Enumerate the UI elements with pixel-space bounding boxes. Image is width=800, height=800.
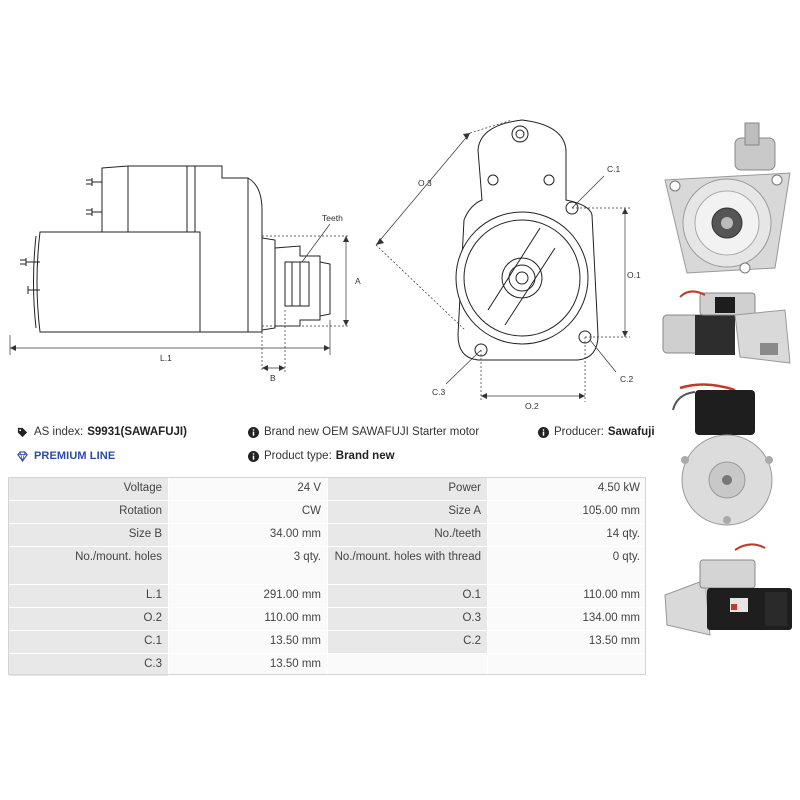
spec-label: C.1 [8, 630, 169, 654]
spec-value: 3 qty. [168, 546, 328, 585]
product-photo-side-2 [655, 540, 800, 650]
spec-label: O.3 [327, 607, 488, 631]
label-o2: O.2 [525, 401, 539, 410]
spec-table: Voltage 24 V Power 4.50 kW Rotation CW S… [8, 477, 647, 677]
label-b: B [270, 373, 276, 383]
spec-value: 13.50 mm [168, 630, 328, 654]
label-o1: O.1 [627, 270, 641, 280]
product-photo-front [655, 118, 800, 282]
spec-label: L.1 [8, 584, 169, 608]
table-row: L.1 291.00 mm O.1 110.00 mm [8, 584, 647, 608]
spec-label: No./mount. holes with thread [327, 546, 488, 585]
spec-label: Size A [327, 500, 488, 524]
spec-label: Rotation [8, 500, 169, 524]
product-photo-side-1 [655, 285, 800, 373]
table-row: C.3 13.50 mm [8, 653, 647, 677]
producer-label: Producer: [554, 426, 604, 438]
spec-label: Power [327, 477, 488, 501]
producer-value: Sawafuji [607, 426, 655, 438]
info-circle-icon [248, 450, 259, 462]
as-index-label: AS index: [34, 426, 84, 438]
spec-value: 14 qty. [487, 523, 647, 547]
table-row: No./mount. holes 3 qty. No./mount. holes… [8, 546, 647, 585]
spec-label: No./mount. holes [8, 546, 169, 585]
premium-line-text: PREMIUM LINE [34, 450, 116, 462]
spec-label: Voltage [8, 477, 169, 501]
spec-value: 4.50 kW [487, 477, 647, 501]
spec-value: 134.00 mm [487, 607, 647, 631]
description-text: Brand new OEM SAWAFUJI Starter motor [264, 426, 480, 438]
technical-drawing: Teeth A L.1 B [0, 110, 660, 410]
diamond-icon [17, 450, 28, 462]
spec-value: 24 V [168, 477, 328, 501]
table-row: Voltage 24 V Power 4.50 kW [8, 477, 647, 501]
info-circle-icon [248, 426, 259, 438]
spec-label: O.1 [327, 584, 488, 608]
spec-value: 110.00 mm [487, 584, 647, 608]
spec-value: 291.00 mm [168, 584, 328, 608]
table-row: Size B 34.00 mm No./teeth 14 qty. [8, 523, 647, 547]
spec-value: 110.00 mm [168, 607, 328, 631]
premium-line-badge: PREMIUM LINE [16, 450, 115, 462]
spec-value: 0 qty. [487, 546, 647, 585]
product-type-label: Product type: [264, 450, 332, 462]
label-c3: C.3 [432, 387, 446, 397]
label-o3: O.3 [418, 178, 432, 188]
as-index-value: S9931(SAWAFUJI) [87, 426, 187, 438]
spec-value: 13.50 mm [487, 630, 647, 654]
spec-label: C.2 [327, 630, 488, 654]
info-circle-icon [538, 426, 549, 438]
producer-info: Producer: Sawafuji [538, 426, 655, 438]
label-c2: C.2 [620, 374, 634, 384]
starter-dimension-drawing: Teeth A L.1 B [9, 119, 641, 410]
product-photo-rear [655, 380, 800, 535]
product-type-info: Product type: Brand new [248, 450, 395, 462]
spec-label: No./teeth [327, 523, 488, 547]
description-info: Brand new OEM SAWAFUJI Starter motor [248, 426, 479, 438]
spec-value: 13.50 mm [168, 653, 328, 677]
spec-label-empty [327, 653, 488, 677]
spec-label: Size B [8, 523, 169, 547]
table-row: O.2 110.00 mm O.3 134.00 mm [8, 607, 647, 631]
spec-value: CW [168, 500, 328, 524]
as-index-info: AS index: S9931(SAWAFUJI) [16, 426, 187, 438]
spec-value: 34.00 mm [168, 523, 328, 547]
table-row: C.1 13.50 mm C.2 13.50 mm [8, 630, 647, 654]
label-c1: C.1 [607, 164, 621, 174]
label-teeth: Teeth [322, 213, 343, 223]
tag-icon [17, 427, 28, 437]
spec-label: O.2 [8, 607, 169, 631]
table-row: Rotation CW Size A 105.00 mm [8, 500, 647, 524]
spec-value: 105.00 mm [487, 500, 647, 524]
label-a: A [355, 276, 361, 286]
label-l1: L.1 [160, 353, 172, 363]
spec-label: C.3 [8, 653, 169, 677]
product-type-value: Brand new [335, 450, 395, 462]
spec-value-empty [487, 653, 647, 677]
